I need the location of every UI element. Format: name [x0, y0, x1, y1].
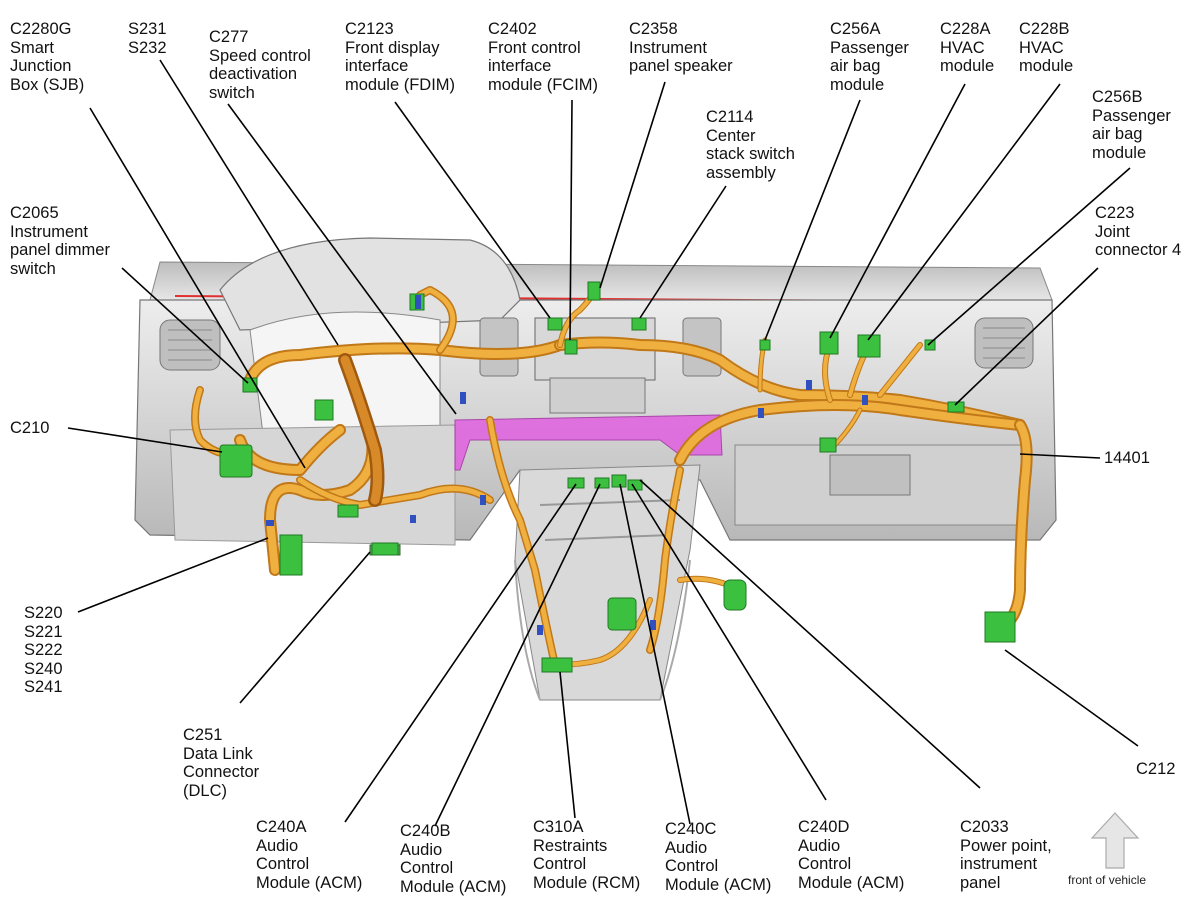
label-c210: C210	[10, 419, 50, 437]
connector-c2033	[723, 579, 747, 611]
connector-c256a	[759, 339, 771, 351]
front-of-vehicle-label: front of vehicle	[1068, 873, 1147, 887]
connector-c228b	[857, 334, 881, 358]
connector-c2123	[547, 317, 563, 331]
connector-c2358	[587, 281, 601, 301]
wiring-harness	[191, 286, 1033, 669]
left-vent	[159, 319, 221, 371]
leader-lines	[67, 59, 1139, 827]
up-arrow-icon	[1090, 812, 1140, 869]
connector-c240a	[567, 477, 585, 489]
right-vent	[974, 317, 1034, 369]
connector-c212	[984, 611, 1016, 643]
connector-s220-block	[279, 534, 303, 576]
connector-cluster	[314, 399, 334, 421]
label-14401: 14401	[1104, 449, 1150, 467]
label-c212: C212	[1136, 760, 1176, 778]
center-vent-left	[479, 317, 519, 377]
connector-c223	[947, 401, 965, 413]
connector-c240b	[594, 477, 610, 489]
connectors	[219, 281, 1016, 673]
connector-c2402	[564, 339, 578, 355]
connector-c228a	[819, 331, 839, 355]
connector-c251	[371, 542, 399, 556]
connector-c256b	[924, 339, 936, 351]
connector-c2114	[631, 317, 647, 331]
connector-c240c	[611, 474, 627, 488]
connector-c310a	[541, 657, 573, 673]
cluster-hood	[219, 237, 521, 331]
connector-c210	[219, 444, 253, 478]
